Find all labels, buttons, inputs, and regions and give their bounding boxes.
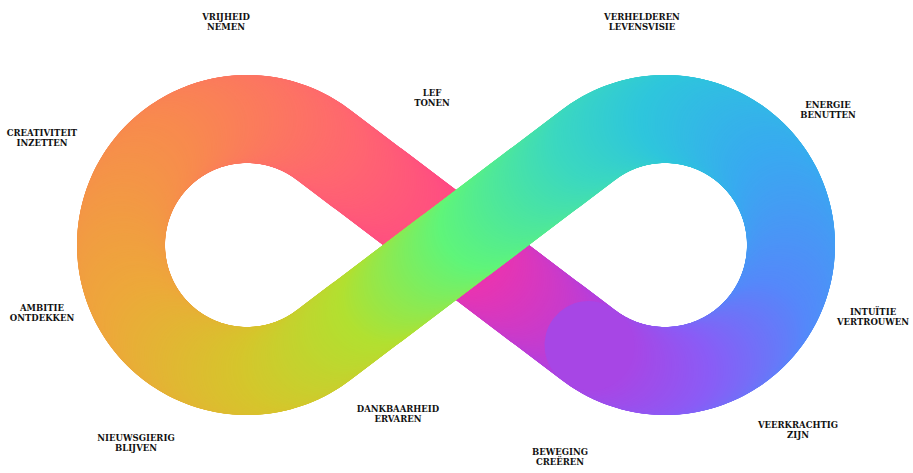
label-holder: DANKBAARHEID ERVAREN — [357, 404, 439, 424]
label-holder: VEERKRACHTIG ZIJN — [758, 420, 838, 440]
step-label: VERHELDEREN LEVENSVISIE — [604, 12, 680, 32]
step-label: LEF TONEN — [414, 88, 450, 108]
step-label: DANKBAARHEID ERVAREN — [357, 404, 439, 424]
label-holder: CREATIVITEIT INZETTEN — [7, 128, 77, 148]
label-holder: BEWEGING CREËREN — [532, 447, 588, 467]
band-segment — [589, 345, 591, 346]
step-label: AMBITIE ONTDEKKEN — [10, 303, 74, 323]
label-holder: VRIJHEID NEMEN — [202, 12, 250, 32]
label-holder: INTUÏTIE VERTROUWEN — [837, 307, 909, 327]
label-holder: NIEUWSGIERIG BLIJVEN — [97, 433, 174, 453]
infinity-band — [121, 119, 791, 371]
label-holder: VERHELDEREN LEVENSVISIE — [604, 12, 680, 32]
step-label: BEWEGING CREËREN — [532, 447, 588, 467]
step-label: ENERGIE BENUTTEN — [800, 100, 855, 120]
label-holder: AMBITIE ONTDEKKEN — [10, 303, 74, 323]
label-holder: LEF TONEN — [414, 88, 450, 108]
step-label: VRIJHEID NEMEN — [202, 12, 250, 32]
step-label: CREATIVITEIT INZETTEN — [7, 128, 77, 148]
label-holder: ENERGIE BENUTTEN — [800, 100, 855, 120]
step-label: NIEUWSGIERIG BLIJVEN — [97, 433, 174, 453]
step-label: INTUÏTIE VERTROUWEN — [837, 307, 909, 327]
step-label: VEERKRACHTIG ZIJN — [758, 420, 838, 440]
